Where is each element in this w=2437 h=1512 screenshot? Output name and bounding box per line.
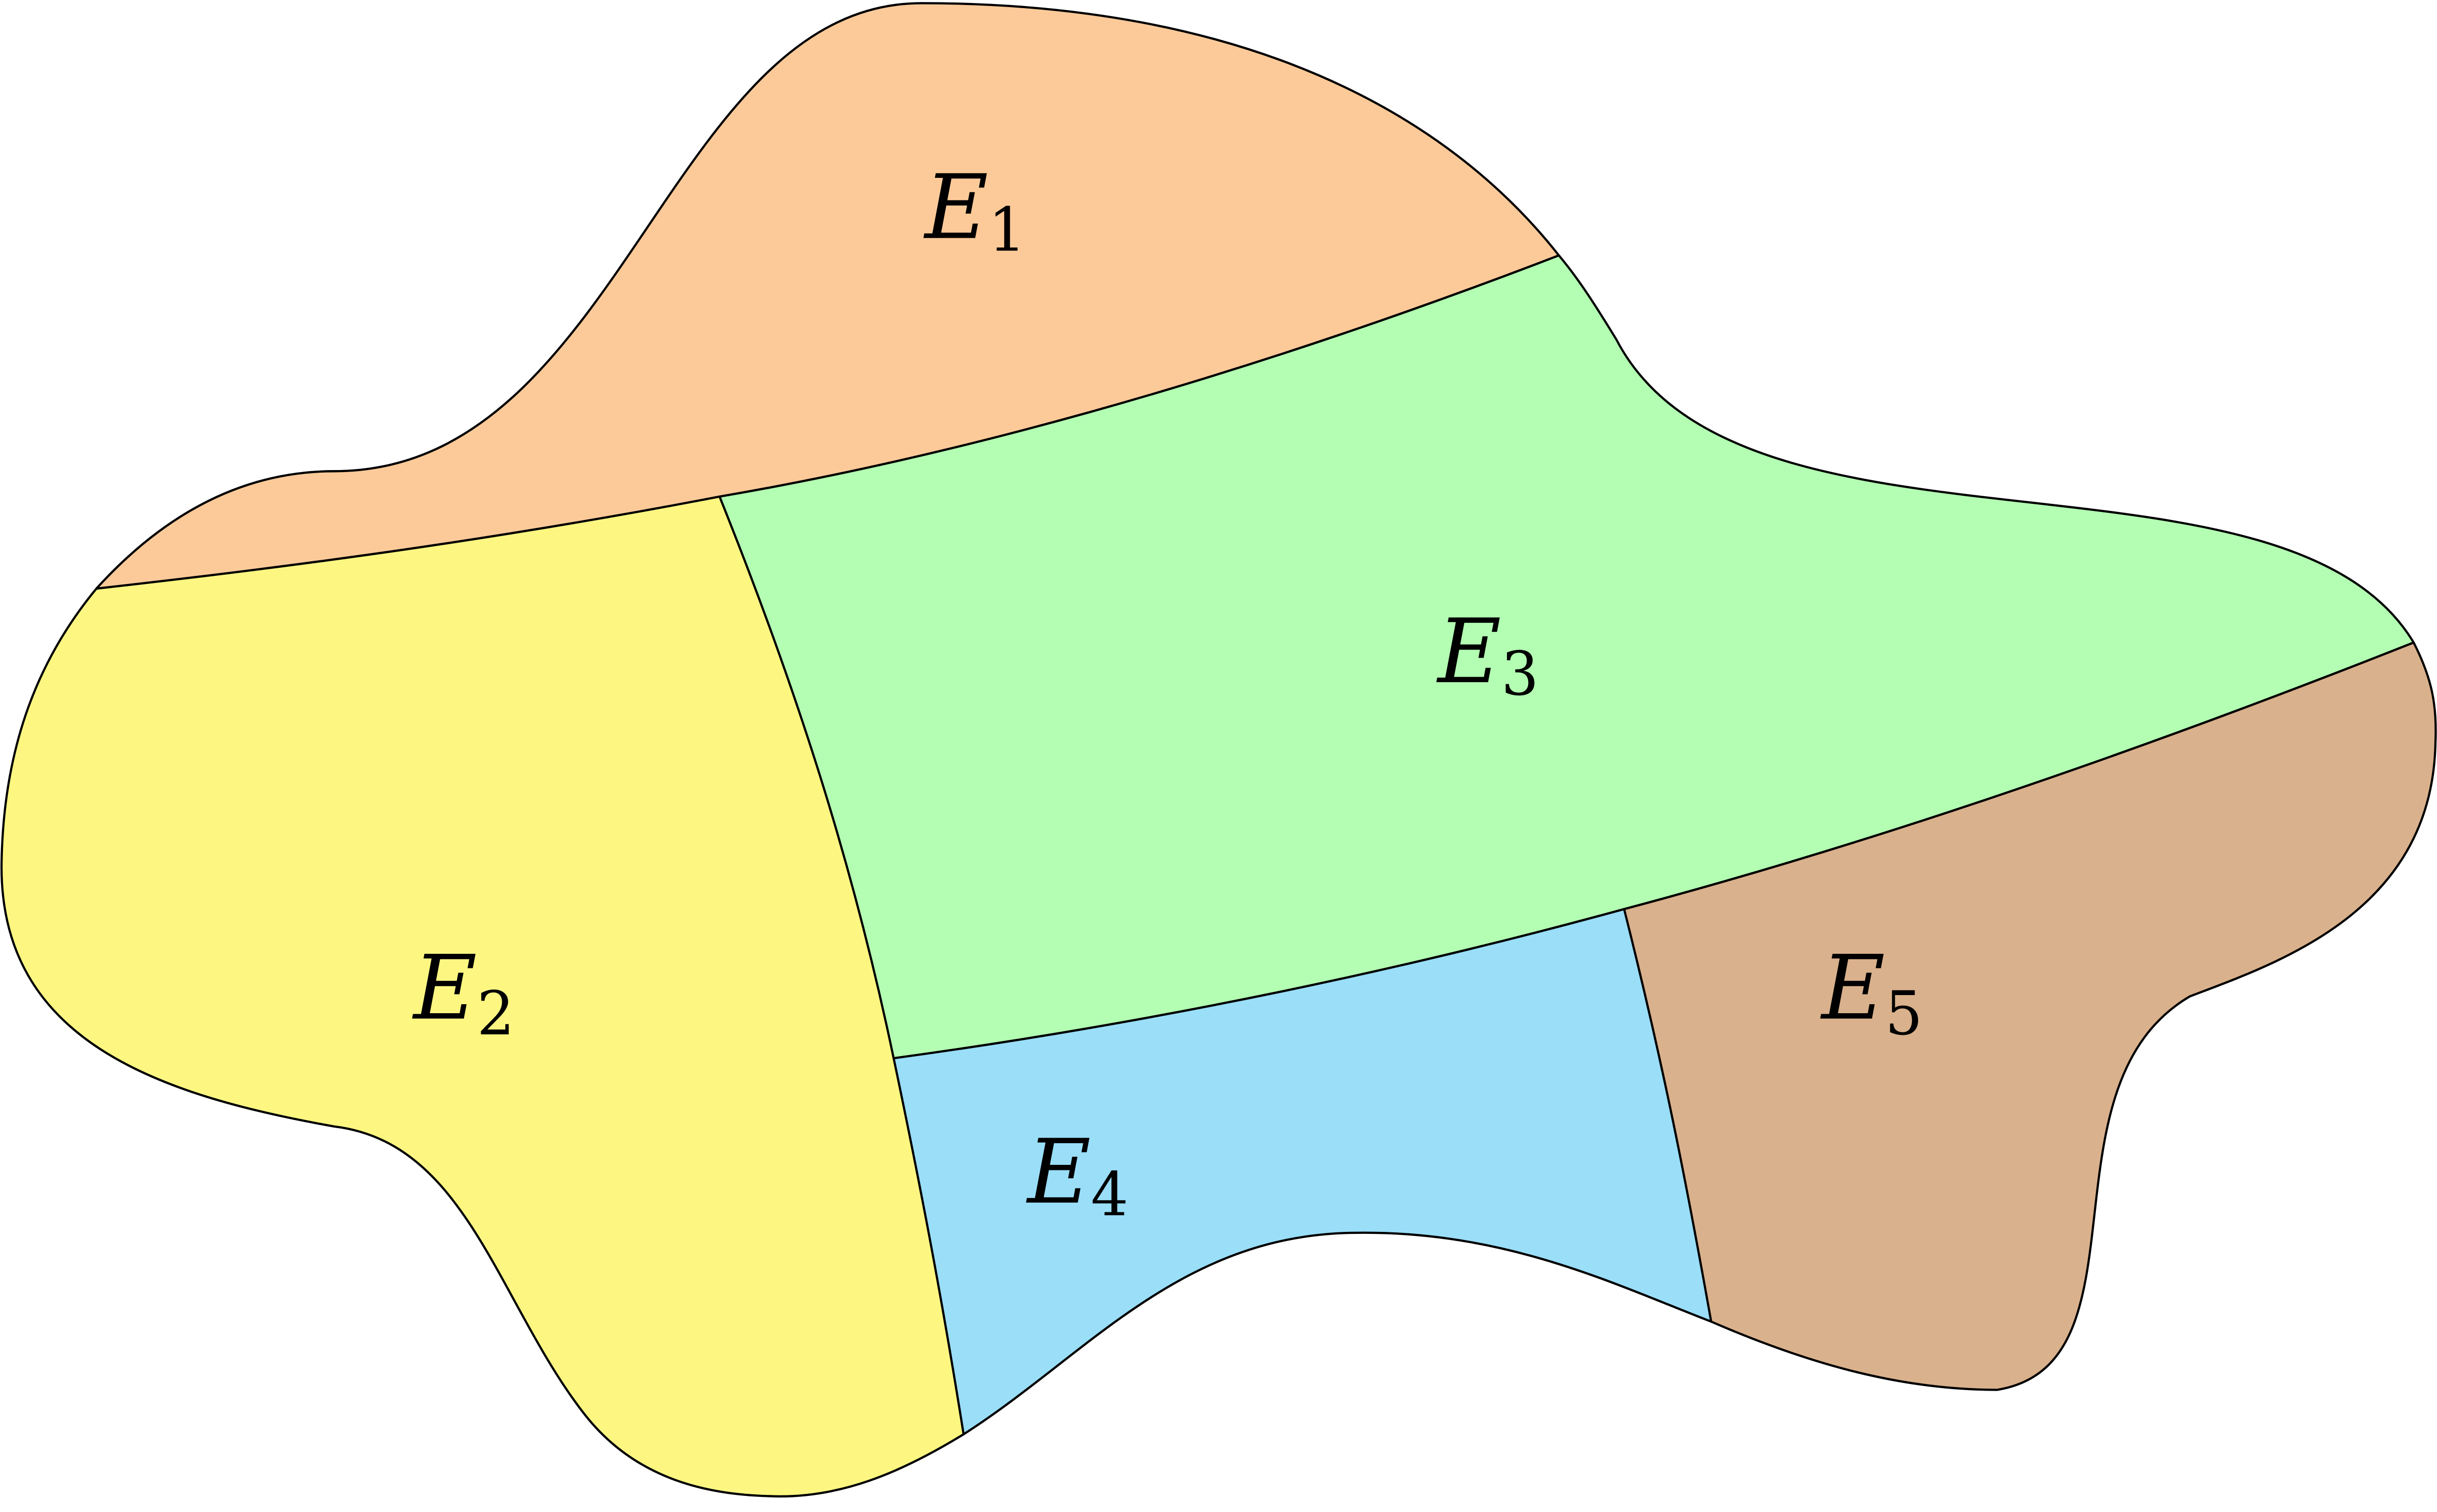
region-e4 — [892, 908, 1713, 1435]
label-e5: E5 — [1820, 937, 1923, 1048]
label-e3-subscript: 3 — [1501, 639, 1539, 709]
label-e1-subscript: 1 — [989, 194, 1026, 265]
region-e5 — [1623, 641, 2437, 1391]
label-e1-letter: E — [923, 156, 988, 259]
label-e3: E3 — [1436, 600, 1539, 709]
label-e5-subscript: 5 — [1885, 978, 1923, 1048]
label-e3-letter: E — [1436, 600, 1501, 703]
label-e2-subscript: 2 — [477, 978, 515, 1048]
label-e4-subscript: 4 — [1091, 1159, 1129, 1229]
label-e1: E1 — [923, 156, 1026, 265]
label-e5-letter: E — [1820, 937, 1885, 1040]
label-e2: E2 — [412, 937, 515, 1048]
label-e4-letter: E — [1026, 1121, 1091, 1224]
label-e2-letter: E — [412, 937, 477, 1040]
label-e4: E4 — [1026, 1121, 1129, 1229]
